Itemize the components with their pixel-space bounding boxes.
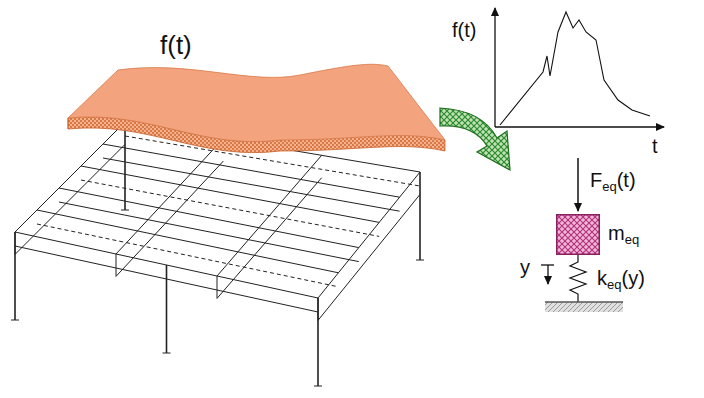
axis-label: f(t) xyxy=(452,20,476,40)
displacement-label: y xyxy=(520,257,530,277)
force-label: Feq(t) xyxy=(590,170,636,193)
transform-arrow xyxy=(440,108,510,170)
mass-label: meq xyxy=(608,223,639,246)
mass-block: meq xyxy=(556,214,600,255)
axis-label: t xyxy=(652,136,658,156)
mass-shape xyxy=(556,214,600,255)
spring-label: keq(y) xyxy=(597,268,645,291)
load-plot xyxy=(495,8,664,127)
grillage-frame xyxy=(11,122,424,386)
plate-load-label: f(t) xyxy=(160,32,192,58)
deck-plate xyxy=(68,64,445,152)
